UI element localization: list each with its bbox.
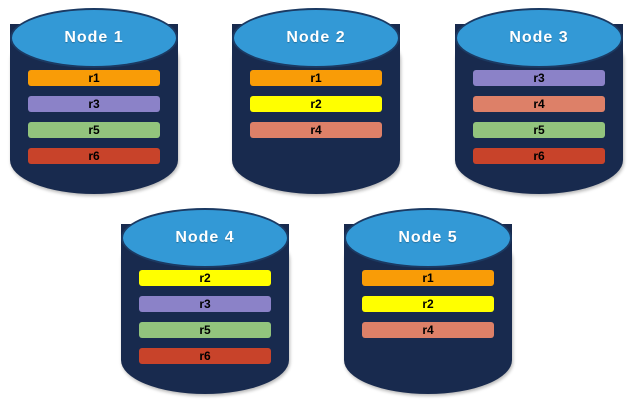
record-label: r4 — [533, 97, 545, 111]
record-label: r5 — [88, 123, 100, 137]
node-title: Node 1 — [64, 29, 124, 46]
record-label: r3 — [88, 97, 100, 111]
record-label: r1 — [88, 71, 100, 85]
record-label: r6 — [533, 149, 545, 163]
record-list: r3 r4 r5 r6 — [473, 70, 605, 174]
record-label: r1 — [310, 71, 322, 85]
database-node-5: Node 5 r1 r2 r4 — [344, 208, 512, 394]
database-node-3: Node 3 r3 r4 r5 r6 — [455, 8, 623, 194]
record-bar: r6 — [28, 148, 160, 164]
node-cylinder-top: Node 3 — [455, 8, 623, 68]
record-list: r2 r3 r5 r6 — [139, 270, 271, 374]
database-node-1: Node 1 r1 r3 r5 r6 — [10, 8, 178, 194]
record-bar: r3 — [139, 296, 271, 312]
record-bar: r3 — [28, 96, 160, 112]
record-label: r2 — [422, 297, 434, 311]
record-label: r3 — [199, 297, 211, 311]
node-title: Node 2 — [286, 29, 346, 46]
record-bar: r1 — [28, 70, 160, 86]
record-bar: r1 — [250, 70, 382, 86]
node-title: Node 5 — [398, 229, 458, 246]
record-bar: r2 — [139, 270, 271, 286]
record-label: r4 — [422, 323, 434, 337]
node-cylinder-top: Node 4 — [121, 208, 289, 268]
database-node-2: Node 2 r1 r2 r4 — [232, 8, 400, 194]
record-bar: r6 — [139, 348, 271, 364]
record-label: r2 — [199, 271, 211, 285]
node-cylinder-top: Node 2 — [232, 8, 400, 68]
record-bar: r5 — [28, 122, 160, 138]
record-bar: r2 — [250, 96, 382, 112]
record-bar: r4 — [362, 322, 494, 338]
record-label: r6 — [88, 149, 100, 163]
record-bar: r4 — [473, 96, 605, 112]
record-bar: r6 — [473, 148, 605, 164]
record-label: r5 — [533, 123, 545, 137]
record-bar: r1 — [362, 270, 494, 286]
record-label: r2 — [310, 97, 322, 111]
record-bar: r3 — [473, 70, 605, 86]
node-title: Node 3 — [509, 29, 569, 46]
node-title: Node 4 — [175, 229, 235, 246]
database-node-4: Node 4 r2 r3 r5 r6 — [121, 208, 289, 394]
node-cylinder-top: Node 1 — [10, 8, 178, 68]
record-list: r1 r2 r4 — [250, 70, 382, 148]
record-list: r1 r3 r5 r6 — [28, 70, 160, 174]
record-label: r3 — [533, 71, 545, 85]
record-label: r1 — [422, 271, 434, 285]
record-bar: r4 — [250, 122, 382, 138]
record-label: r5 — [199, 323, 211, 337]
record-label: r4 — [310, 123, 322, 137]
node-cylinder-top: Node 5 — [344, 208, 512, 268]
record-label: r6 — [199, 349, 211, 363]
record-bar: r5 — [473, 122, 605, 138]
record-list: r1 r2 r4 — [362, 270, 494, 348]
record-bar: r2 — [362, 296, 494, 312]
record-bar: r5 — [139, 322, 271, 338]
